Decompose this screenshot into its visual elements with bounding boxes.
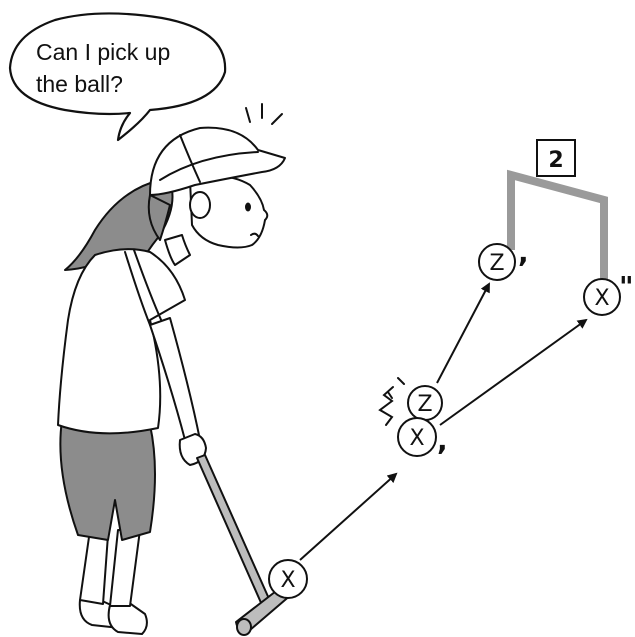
ball-x-end-double-prime: " xyxy=(619,270,634,303)
pants xyxy=(60,420,155,540)
ball-x-mid: X , xyxy=(398,418,448,457)
movement-arrows xyxy=(300,284,586,560)
back-leg xyxy=(80,530,108,604)
ball-x-mid-prime: , xyxy=(437,424,448,457)
arrow-z-start-to-z-end xyxy=(437,284,489,383)
eye xyxy=(245,203,251,212)
arrow-x-start-to-x-mid xyxy=(300,474,396,560)
impact-marks xyxy=(380,378,404,425)
ball-z-end-prime: , xyxy=(518,236,529,269)
ball-x-end: X " xyxy=(584,270,634,315)
speech-bubble: Can I pick up the ball? xyxy=(10,13,225,140)
ball-x-end-label: X xyxy=(594,286,609,311)
ball-z-start-label: Z xyxy=(417,392,432,417)
surprise-lines xyxy=(246,104,282,124)
mallet-shaft xyxy=(197,455,270,605)
neck xyxy=(165,235,190,265)
ball-z-start: Z xyxy=(408,386,442,420)
front-leg xyxy=(110,530,140,606)
speech-text-line1: Can I pick up xyxy=(36,39,170,65)
gate-number: 2 xyxy=(548,148,563,173)
girl-player xyxy=(58,128,292,635)
ball-z-end: Z , xyxy=(479,236,529,280)
ear xyxy=(190,192,210,218)
ball-x-mid-label: X xyxy=(409,426,424,451)
speech-text-line2: the ball? xyxy=(36,71,123,97)
ball-z-end-label: Z xyxy=(489,251,504,276)
ball-x-start-label: X xyxy=(280,568,295,593)
ball-x-start: X xyxy=(269,560,307,598)
